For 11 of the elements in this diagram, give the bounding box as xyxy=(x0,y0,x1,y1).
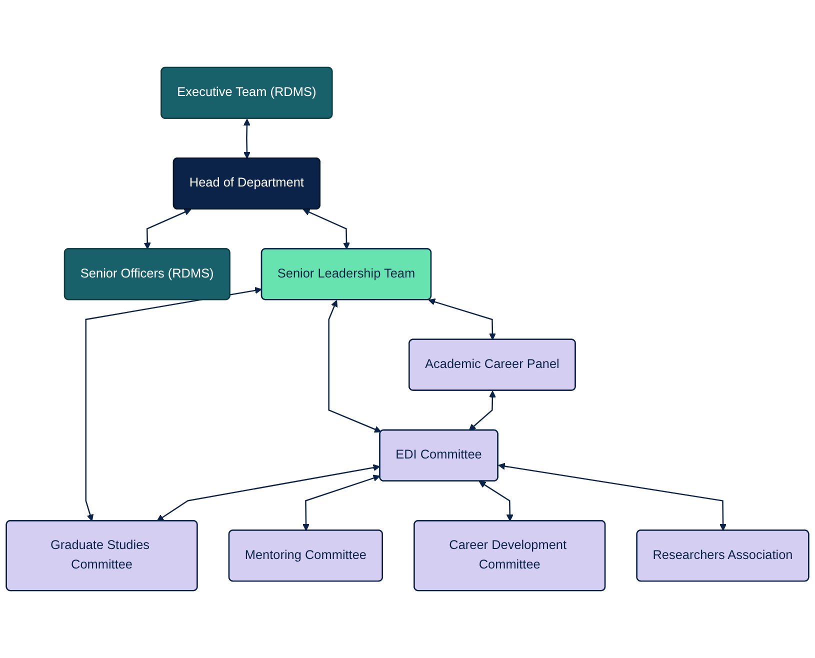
arrow xyxy=(243,118,250,159)
arrow xyxy=(302,208,350,250)
arrow xyxy=(144,208,192,250)
arrow xyxy=(328,300,382,433)
arrow xyxy=(498,462,727,531)
arrow xyxy=(85,286,262,522)
arrow xyxy=(156,464,380,522)
arrow xyxy=(302,474,380,531)
arrow xyxy=(468,390,496,431)
arrow xyxy=(428,298,496,340)
arrow xyxy=(478,481,514,522)
